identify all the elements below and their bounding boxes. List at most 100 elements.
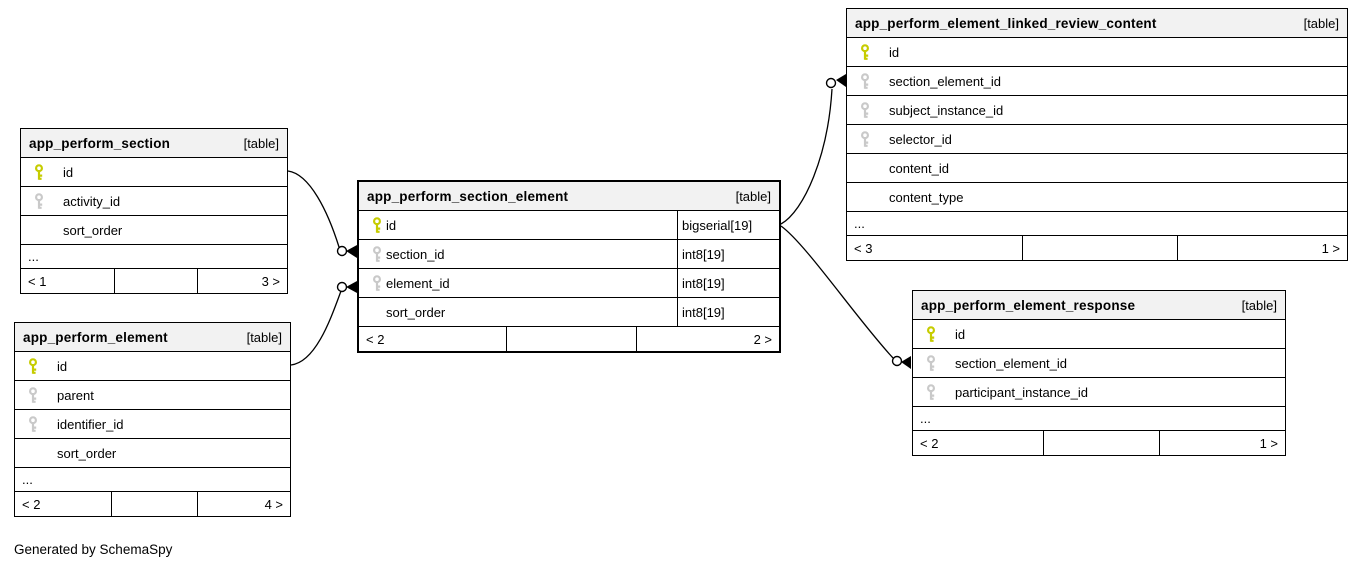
footer-middle-cell [114,269,196,293]
column-row: identifier_id [15,410,290,439]
column-row: sort_order [21,216,287,245]
column-name: section_id [386,246,445,262]
column-row: content_type [847,183,1347,212]
column-row: parent [15,381,290,410]
table-header: app_perform_element [table] [15,323,290,352]
column-name: sort_order [386,304,446,320]
footer-left-count: < 1 [28,273,47,289]
column-name: parent [57,387,94,403]
zero-or-one-dot-icon [825,77,837,89]
ellipsis-row: ... [15,468,290,492]
foreign-key-icon [859,130,871,148]
column-row: id bigserial[19] [359,211,779,240]
foreign-key-icon [859,101,871,119]
generated-by-note: Generated by SchemaSpy [14,542,173,557]
footer-middle-cell [1043,431,1158,455]
footer-right-count: 4 > [196,492,291,516]
column-name: id [57,358,68,374]
column-name: id [63,164,74,180]
ellipsis-row: ... [21,245,287,269]
column-type: int8[19] [677,269,779,297]
column-row: id [913,320,1285,349]
footer-right-count: 3 > [196,269,287,293]
column-name: selector_id [889,131,952,147]
foreign-key-icon [371,245,383,263]
column-row: activity_id [21,187,287,216]
relationship-app_perform_element.id-to-app_perform_section_element.element_id [290,281,357,366]
zero-or-one-dot-icon [891,355,903,367]
foreign-key-icon [27,415,39,433]
table-header: app_perform_section [table] [21,129,287,158]
footer-right-count: 2 > [636,327,779,351]
footer-middle-cell [1022,236,1177,260]
table-title: app_perform_element_linked_review_conten… [855,15,1157,31]
column-name: id [889,44,900,60]
footer-left-count: < 3 [854,240,873,256]
column-name: sort_order [63,222,123,238]
table-tag: [table] [1303,15,1339,31]
footer-middle-cell [111,492,196,516]
table-title: app_perform_element [23,329,168,345]
column-name: content_type [889,189,964,205]
table-title: app_perform_element_response [921,297,1136,313]
footer-left-count: < 2 [22,496,41,512]
column-row: selector_id [847,125,1347,154]
table-tag: [table] [243,135,279,151]
arrowhead-icon [836,74,846,87]
primary-key-icon [371,216,383,234]
footer-left-count: < 2 [366,331,385,347]
foreign-key-icon [859,72,871,90]
table-header: app_perform_element_response [table] [913,291,1285,320]
column-row: id [15,352,290,381]
relationship-app_perform_section.id-to-app_perform_section_element.section_id [287,170,357,258]
table-footer: < 3 1 > [847,236,1347,260]
table-title: app_perform_section_element [367,188,569,204]
primary-key-icon [859,43,871,61]
table-title: app_perform_section [29,135,171,151]
relationship-line [287,170,340,248]
foreign-key-icon [27,386,39,404]
ellipsis-row: ... [913,407,1285,431]
zero-or-one-dot-icon [336,281,348,293]
column-name: subject_instance_id [889,102,1004,118]
table-app_perform_element_linked_review_content[interactable]: app_perform_element_linked_review_conten… [846,8,1348,261]
column-name: id [955,326,966,342]
table-tag: [table] [1241,297,1277,313]
footer-right-count: 1 > [1177,236,1347,260]
relationship-line [780,88,833,225]
table-tag: [table] [246,329,282,345]
column-row: participant_instance_id [913,378,1285,407]
column-row: section_element_id [847,67,1347,96]
column-name: content_id [889,160,949,176]
column-name: id [386,217,397,233]
primary-key-icon [27,357,39,375]
table-header: app_perform_element_linked_review_conten… [847,9,1347,38]
no-key-icon [371,304,383,321]
column-row: content_id [847,154,1347,183]
table-app_perform_section_element[interactable]: app_perform_section_element[table]id bigs… [357,180,781,353]
column-type: bigserial[19] [677,211,779,239]
table-footer: < 1 3 > [21,269,287,293]
footer-middle-cell [506,327,636,351]
column-name: identifier_id [57,416,124,432]
table-header: app_perform_section_element[table] [359,182,779,211]
column-row: section_id int8[19] [359,240,779,269]
foreign-key-icon [925,383,937,401]
column-name: section_element_id [889,73,1002,89]
table-footer: < 2 4 > [15,492,290,516]
column-name: activity_id [63,193,121,209]
zero-or-one-dot-icon [336,245,348,257]
table-app_perform_element_response[interactable]: app_perform_element_response [table] id sec… [912,290,1286,456]
no-key-icon [859,189,871,206]
column-row: sort_order [15,439,290,468]
column-name: participant_instance_id [955,384,1088,400]
column-name: section_element_id [955,355,1068,371]
table-app_perform_element[interactable]: app_perform_element [table] id parent identi… [14,322,291,517]
column-type: int8[19] [677,240,779,268]
footer-left-count: < 2 [920,435,939,451]
